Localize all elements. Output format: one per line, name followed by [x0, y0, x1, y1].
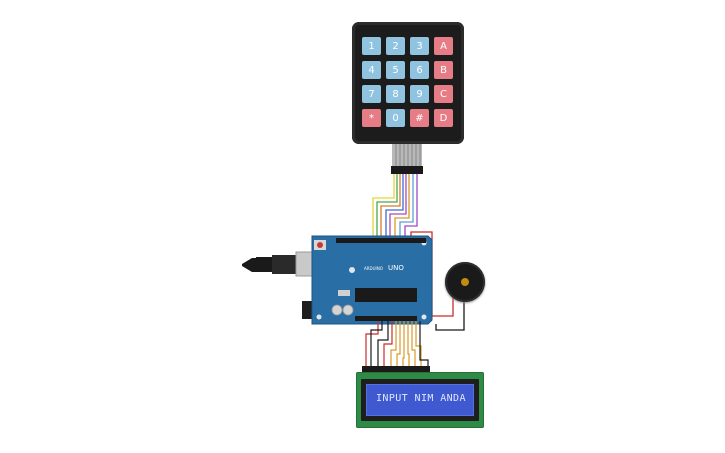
piezo-buzzer[interactable]: [445, 262, 485, 302]
arduino-model-text: UNO: [388, 264, 404, 272]
key-star[interactable]: *: [362, 109, 381, 127]
key-6[interactable]: 6: [410, 61, 429, 79]
key-1[interactable]: 1: [362, 37, 381, 55]
key-a[interactable]: A: [434, 37, 453, 55]
keypad-grid: 1 2 3 A 4 5 6 B 7 8 9 C * 0 # D: [362, 37, 453, 127]
key-5[interactable]: 5: [386, 61, 405, 79]
board-logo-icon: [349, 267, 355, 273]
lcd-bezel: INPUT NIM ANDA: [361, 379, 479, 421]
key-7[interactable]: 7: [362, 85, 381, 103]
key-b[interactable]: B: [434, 61, 453, 79]
keypad-4x4[interactable]: 1 2 3 A 4 5 6 B 7 8 9 C * 0 # D: [352, 22, 464, 144]
lcd-line-1: INPUT NIM ANDA: [376, 393, 466, 404]
key-3[interactable]: 3: [410, 37, 429, 55]
digital-header: [336, 238, 426, 243]
lcd-wires: [365, 321, 429, 372]
keypad-wires: [372, 174, 418, 238]
power-analog-header: [355, 316, 417, 321]
key-8[interactable]: 8: [386, 85, 405, 103]
key-c[interactable]: C: [434, 85, 453, 103]
keypad-ribbon: [391, 144, 423, 174]
lcd-16x2[interactable]: INPUT NIM ANDA: [356, 372, 484, 428]
lcd-header-pins: [362, 366, 430, 372]
key-2[interactable]: 2: [386, 37, 405, 55]
buzzer-icon: [461, 278, 469, 286]
key-9[interactable]: 9: [410, 85, 429, 103]
key-hash[interactable]: #: [410, 109, 429, 127]
arduino-board[interactable]: ARDUINO UNO: [311, 235, 433, 325]
key-0[interactable]: 0: [386, 109, 405, 127]
atmega-chip: [355, 288, 417, 302]
key-4[interactable]: 4: [362, 61, 381, 79]
key-d[interactable]: D: [434, 109, 453, 127]
arduino-logo-text: ARDUINO: [364, 266, 383, 271]
lcd-screen: INPUT NIM ANDA: [366, 384, 474, 416]
